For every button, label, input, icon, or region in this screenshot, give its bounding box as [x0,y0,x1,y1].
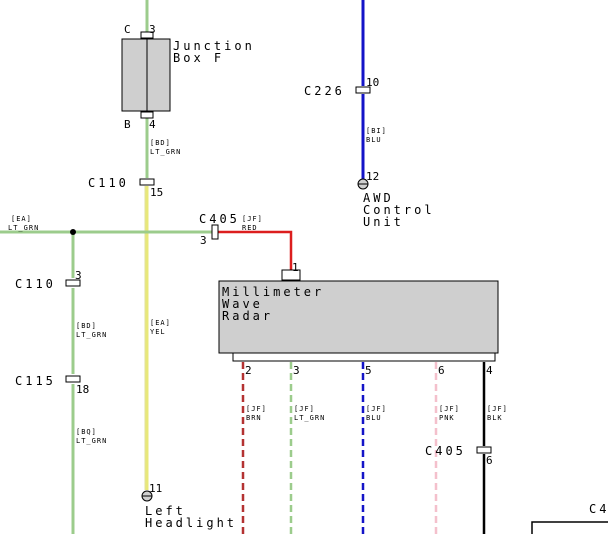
radar-title-1: Millimeter [222,285,324,299]
c405-top-connector [211,224,219,240]
c226-name: C226 [304,84,345,98]
junction-box-pin-top [140,31,154,39]
wire-label-p3-code: [JF] [294,405,315,413]
junction-box-pin-bot-label: B [124,118,131,131]
wire-label-p3-color: LT_GRN [294,414,325,422]
radar-pin-3: 3 [293,364,300,377]
wire-label-ea-yel-color: YEL [150,328,166,336]
c110-left-pin: 3 [75,269,82,282]
awd-title-2: Control [363,203,435,217]
wire-label-p6-color: PNK [439,414,455,422]
wire-label-left-bq-color: LT_GRN [76,437,107,445]
awd-pin: 12 [366,170,379,183]
wire-label-awd-code: [BI] [366,127,387,135]
awd-title-3: Unit [363,215,404,229]
junction-box-pin-bot [140,111,154,119]
wire-label-left-bd-code: [BD] [76,322,97,330]
c115-connector [65,375,81,383]
c4-cut-name: C4 [589,502,608,516]
junction-box-pin-top-num: 3 [149,23,156,36]
wire-label-p5-code: [JF] [366,405,387,413]
wire-label-left-bd-color: LT_GRN [76,331,107,339]
radar-pin-6: 6 [438,364,445,377]
radar-pin-2: 2 [245,364,252,377]
awd-title-1: AWD [363,191,394,205]
radar-pin-top-num: 1 [292,261,299,274]
wire-label-ea-left-color: LT_GRN [8,224,39,232]
wire-label-awd-color: BLU [366,136,382,144]
wire-label-c405-code: [JF] [242,215,263,223]
wire-label-ea-left-code: [EA] [11,215,32,223]
c405-top-pin: 3 [200,234,207,247]
radar-pin-5: 5 [365,364,372,377]
radar-body [218,280,499,354]
wire-label-ea-yel-code: [EA] [150,319,171,327]
wire-label-c405-color: RED [242,224,258,232]
junction-box-pin-top-label: C [124,23,131,36]
junction-box-title-1: Junction [173,39,255,53]
c405-bot-pin: 6 [486,454,493,467]
wire-jf-red [218,230,293,270]
junction-box-pin-bot-num: 4 [149,118,156,131]
wire-label-p5-color: BLU [366,414,382,422]
radar-connector-strip [232,352,496,362]
headlight-pin: 11 [149,482,162,495]
radar-title-3: Radar [222,309,273,323]
wire-label-p4-color: BLK [487,414,503,422]
junction-box-body [121,38,171,112]
c110-left-connector [65,279,81,287]
c110-top-pin: 15 [150,186,163,199]
splice-dot [70,229,76,235]
c226-pin-top: 10 [366,76,379,89]
wire-label-p4-code: [JF] [487,405,508,413]
wire-label-p2-color: BRN [246,414,262,422]
wire-label-left-bq-code: [BQ] [76,428,97,436]
c4-cut-frame [531,521,608,534]
radar-pin-4: 4 [486,364,493,377]
headlight-title-2: Headlight [145,516,237,530]
c226-connector [355,86,371,94]
c405-bot-name: C405 [425,444,466,458]
radar-title-2: Wave [222,297,263,311]
c110-top-connector [139,178,155,186]
c110-top-name: C110 [88,176,129,190]
wire-label-jb-color: LT_GRN [150,148,181,156]
radar-pin-top [281,269,301,281]
wire-label-jb-code: [BD] [150,139,171,147]
c405-top-name: C405 [199,212,240,226]
headlight-title-1: Left [145,504,186,518]
junction-box-title-2: Box F [173,51,224,65]
c110-left-name: C110 [15,277,56,291]
wire-label-p6-code: [JF] [439,405,460,413]
c405-bot-connector [476,446,492,454]
c115-pin: 18 [76,383,89,396]
c115-name: C115 [15,374,56,388]
wire-label-p2-code: [JF] [246,405,267,413]
